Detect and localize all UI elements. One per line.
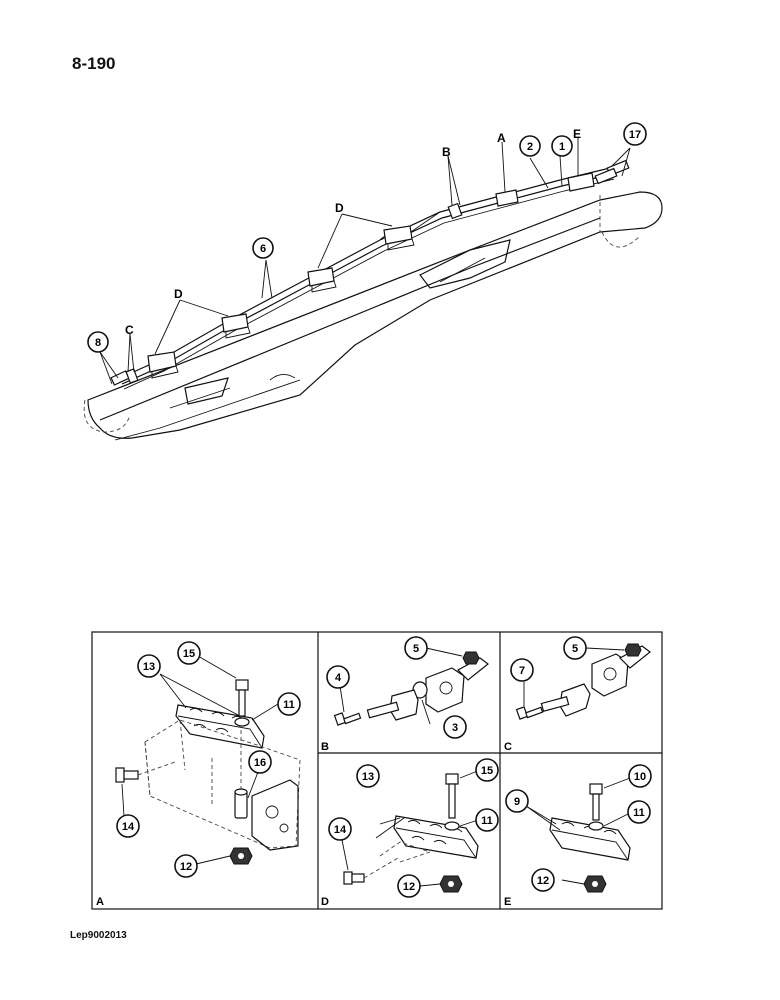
panel-a-callout-12: 12 xyxy=(174,854,198,878)
svg-text:8: 8 xyxy=(95,337,101,349)
svg-text:11: 11 xyxy=(283,699,295,711)
panel-e-callout-12: 12 xyxy=(531,868,555,892)
svg-text:11: 11 xyxy=(481,815,493,827)
panel-d-callout-14: 14 xyxy=(328,817,352,841)
panel-c: C xyxy=(504,643,651,753)
svg-text:4: 4 xyxy=(335,672,342,684)
callout-6: 6 xyxy=(252,237,274,259)
panel-e-callout-10: 10 xyxy=(628,764,652,788)
callout-8: 8 xyxy=(87,331,109,353)
svg-text:3: 3 xyxy=(452,722,458,734)
page-number: 8-190 xyxy=(72,54,116,73)
panel-d-callout-12: 12 xyxy=(397,874,421,898)
label-e-main: E xyxy=(573,127,581,141)
svg-text:14: 14 xyxy=(122,821,135,833)
label-d-main-1: D xyxy=(174,287,183,301)
panel-b-tag: B xyxy=(321,741,329,753)
svg-text:6: 6 xyxy=(260,243,266,255)
panel-a-callout-11: 11 xyxy=(277,692,301,716)
svg-text:9: 9 xyxy=(514,796,520,808)
label-d-main-2: D xyxy=(335,201,344,215)
svg-text:5: 5 xyxy=(572,643,578,655)
svg-text:16: 16 xyxy=(254,757,266,769)
footer-code: Lep9002013 xyxy=(70,930,127,941)
panel-a-callout-14: 14 xyxy=(116,814,140,838)
panel-e-tag: E xyxy=(504,896,511,908)
svg-text:15: 15 xyxy=(481,765,493,777)
panel-d-callout-11: 11 xyxy=(475,808,499,832)
panel-e-callout-9: 9 xyxy=(505,789,529,813)
panel-a: A xyxy=(96,655,301,908)
callout-2: 2 xyxy=(519,135,541,157)
clamp-d-2 xyxy=(221,313,251,339)
svg-text:7: 7 xyxy=(519,665,525,677)
svg-text:14: 14 xyxy=(334,824,347,836)
svg-text:2: 2 xyxy=(527,141,533,153)
panel-b-callout-4: 4 xyxy=(326,665,350,689)
svg-text:5: 5 xyxy=(413,643,419,655)
svg-text:17: 17 xyxy=(629,129,641,141)
panel-e: E xyxy=(504,777,631,908)
svg-text:15: 15 xyxy=(183,648,195,660)
svg-text:13: 13 xyxy=(362,771,374,783)
panel-a-callout-16: 16 xyxy=(248,750,272,774)
panel-a-tag: A xyxy=(96,896,104,908)
clamp-d-3 xyxy=(307,267,337,293)
label-b-main: B xyxy=(442,145,451,159)
label-a-main: A xyxy=(497,131,506,145)
svg-text:12: 12 xyxy=(403,881,415,893)
panel-d-callout-15: 15 xyxy=(475,758,499,782)
panel-d: D xyxy=(321,769,481,908)
panel-d-callout-13: 13 xyxy=(356,764,380,788)
svg-text:12: 12 xyxy=(537,875,549,887)
panel-b-callout-3: 3 xyxy=(443,715,467,739)
panel-d-tag: D xyxy=(321,896,329,908)
panel-c-callout-7: 7 xyxy=(510,658,534,682)
svg-text:10: 10 xyxy=(634,771,646,783)
detail-panels-frame xyxy=(91,631,663,910)
callout-1: 1 xyxy=(551,135,573,157)
panel-b-callout-5: 5 xyxy=(404,636,428,660)
panel-c-tag: C xyxy=(504,741,512,753)
svg-text:11: 11 xyxy=(633,807,645,819)
label-c-main: C xyxy=(125,323,134,337)
clamp-d-4 xyxy=(383,225,415,251)
panel-b: B xyxy=(321,647,489,753)
svg-text:12: 12 xyxy=(180,861,192,873)
svg-text:1: 1 xyxy=(559,141,565,153)
panel-e-callout-11: 11 xyxy=(627,800,651,824)
panel-a-callout-15: 15 xyxy=(177,641,201,665)
clamp-d-1 xyxy=(147,351,179,379)
svg-text:13: 13 xyxy=(143,661,155,673)
panel-a-callout-13: 13 xyxy=(137,654,161,678)
panel-c-callout-5: 5 xyxy=(563,636,587,660)
boom-assembly xyxy=(83,138,663,441)
callout-17: 17 xyxy=(623,122,647,146)
